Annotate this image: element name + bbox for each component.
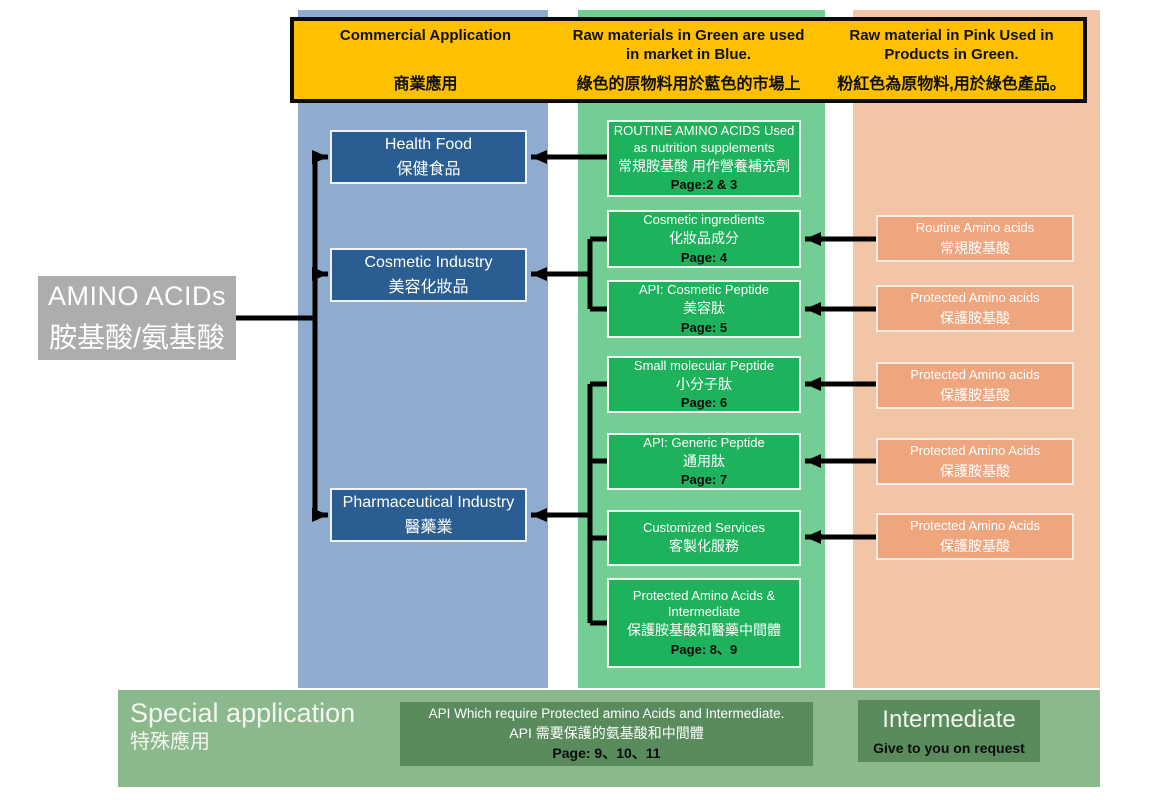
- node-api-generic-peptide-en: API: Generic Peptide: [643, 434, 765, 450]
- node-api-cosmetic-peptide-zh: 美容肽: [683, 300, 725, 317]
- node-protected-raw-2-zh: 保護胺基酸: [940, 386, 1010, 403]
- node-health-food: Health Food 保健食品: [330, 130, 527, 184]
- pink-raw-materials-column-background: [853, 10, 1100, 688]
- legend-green-to-blue: Raw materials in Green are used in marke…: [557, 21, 820, 99]
- legend-pink-to-green-zh: 粉紅色為原物料,用於綠色產品。: [837, 75, 1066, 93]
- node-customized-services-zh: 客製化服務: [669, 538, 739, 555]
- node-customized-services-en: Customized Services: [642, 520, 766, 536]
- node-api-cosmetic-peptide: API: Cosmetic Peptide 美容肽 Page: 5: [607, 280, 801, 338]
- node-api-protected-intermediate-en: API Which require Protected amino Acids …: [428, 706, 785, 721]
- node-protected-amino-acids-raw-3: Protected Amino Acids 保護胺基酸: [876, 438, 1074, 485]
- node-pharmaceutical-industry-zh: 醫藥業: [404, 518, 453, 536]
- node-protected-intermediate-en: Protected Amino Acids & Intermediate: [632, 587, 776, 620]
- node-cosmetic-ingredients-page: Page: 4: [680, 249, 728, 265]
- node-cosmetic-ingredients: Cosmetic ingredients 化妝品成分 Page: 4: [607, 210, 801, 268]
- node-cosmetic-ingredients-zh: 化妝品成分: [669, 230, 739, 247]
- legend-green-to-blue-en: Raw materials in Green are used in marke…: [572, 27, 805, 63]
- node-routine-raw-zh: 常規胺基酸: [940, 239, 1010, 256]
- node-protected-raw-3-en: Protected Amino Acids: [909, 442, 1041, 458]
- node-protected-raw-1-zh: 保護胺基酸: [940, 309, 1010, 326]
- node-protected-amino-acids-raw-1: Protected Amino acids 保護胺基酸: [876, 285, 1074, 332]
- node-intermediate-subtitle: Give to you on request: [873, 740, 1025, 757]
- node-routine-amino-acids-supplements: ROUTINE AMINO ACIDS Used as nutrition su…: [607, 120, 801, 197]
- node-pharmaceutical-industry-en: Pharmaceutical Industry: [342, 493, 515, 511]
- legend-pink-to-green: Raw material in Pink Used in Products in…: [820, 21, 1083, 99]
- node-protected-intermediate-zh: 保護胺基酸和醫藥中間體: [627, 622, 781, 639]
- legend-commercial-application: Commercial Application 商業應用: [294, 21, 557, 99]
- node-protected-raw-3-zh: 保護胺基酸: [940, 462, 1010, 479]
- commercial-application-column-background: [298, 10, 548, 688]
- node-customized-services: Customized Services 客製化服務: [607, 510, 801, 566]
- node-api-protected-intermediate-page: Page: 9、10、11: [552, 745, 661, 762]
- legend-pink-to-green-en: Raw material in Pink Used in Products in…: [849, 27, 1054, 63]
- node-protected-raw-4-zh: 保護胺基酸: [940, 537, 1010, 554]
- special-application-title: Special application 特殊應用: [130, 698, 355, 755]
- node-protected-amino-acids-raw-4: Protected Amino Acids 保護胺基酸: [876, 513, 1074, 560]
- node-cosmetic-industry: Cosmetic Industry 美容化妝品: [330, 248, 527, 302]
- amino-acids-root-en: AMINO ACIDs: [47, 280, 227, 311]
- node-api-protected-intermediate: API Which require Protected amino Acids …: [400, 702, 813, 766]
- node-protected-intermediate-page: Page: 8、9: [670, 641, 738, 657]
- amino-acids-root-zh: 胺基酸/氨基酸: [49, 321, 225, 353]
- amino-acids-root-node: AMINO ACIDs 胺基酸/氨基酸: [38, 276, 236, 360]
- node-api-generic-peptide: API: Generic Peptide 通用肽 Page: 7: [607, 433, 801, 490]
- node-api-cosmetic-peptide-en: API: Cosmetic Peptide: [638, 282, 770, 297]
- node-cosmetic-ingredients-en: Cosmetic ingredients: [643, 212, 765, 227]
- node-cosmetic-industry-en: Cosmetic Industry: [364, 253, 493, 271]
- node-protected-raw-1-en: Protected Amino acids: [910, 289, 1040, 305]
- node-health-food-en: Health Food: [384, 135, 473, 153]
- node-api-cosmetic-peptide-page: Page: 5: [680, 319, 728, 335]
- node-health-food-zh: 保健食品: [396, 160, 461, 178]
- node-routine-supplements-page: Page:2 & 3: [670, 177, 738, 193]
- node-intermediate: Intermediate Give to you on request: [858, 700, 1040, 762]
- node-api-generic-peptide-page: Page: 7: [680, 472, 728, 488]
- node-intermediate-title: Intermediate: [882, 705, 1016, 733]
- node-routine-amino-acids-raw: Routine Amino acids 常規胺基酸: [876, 215, 1074, 262]
- node-protected-raw-2-en: Protected Amino acids: [910, 366, 1040, 382]
- node-small-molecular-peptide-page: Page: 6: [680, 395, 728, 411]
- node-routine-raw-en: Routine Amino acids: [915, 219, 1035, 235]
- legend-banner: Commercial Application 商業應用 Raw material…: [290, 17, 1087, 103]
- node-small-molecular-peptide-zh: 小分子肽: [676, 375, 732, 392]
- special-application-title-zh: 特殊應用: [130, 731, 210, 754]
- node-api-generic-peptide-zh: 通用肽: [683, 452, 725, 469]
- legend-green-to-blue-zh: 綠色的原物料用於藍色的市場上: [576, 75, 801, 93]
- node-cosmetic-industry-zh: 美容化妝品: [388, 278, 469, 296]
- special-application-title-en: Special application: [130, 698, 356, 728]
- legend-commercial-application-zh: 商業應用: [393, 75, 458, 93]
- node-routine-supplements-en: ROUTINE AMINO ACIDS Used as nutrition su…: [613, 123, 795, 155]
- node-api-protected-intermediate-zh: API 需要保護的氨基酸和中間體: [509, 725, 704, 742]
- node-routine-supplements-zh: 常規胺基酸 用作營養補充劑: [618, 157, 790, 174]
- legend-commercial-application-en: Commercial Application: [339, 27, 512, 44]
- node-pharmaceutical-industry: Pharmaceutical Industry 醫藥業: [330, 488, 527, 542]
- node-protected-raw-4-en: Protected Amino Acids: [909, 517, 1041, 533]
- node-small-molecular-peptide-en: Small molecular Peptide: [633, 357, 775, 373]
- node-small-molecular-peptide: Small molecular Peptide 小分子肽 Page: 6: [607, 356, 801, 413]
- node-protected-amino-acids-raw-2: Protected Amino acids 保護胺基酸: [876, 362, 1074, 409]
- node-protected-amino-acids-intermediate: Protected Amino Acids & Intermediate 保護胺…: [607, 578, 801, 668]
